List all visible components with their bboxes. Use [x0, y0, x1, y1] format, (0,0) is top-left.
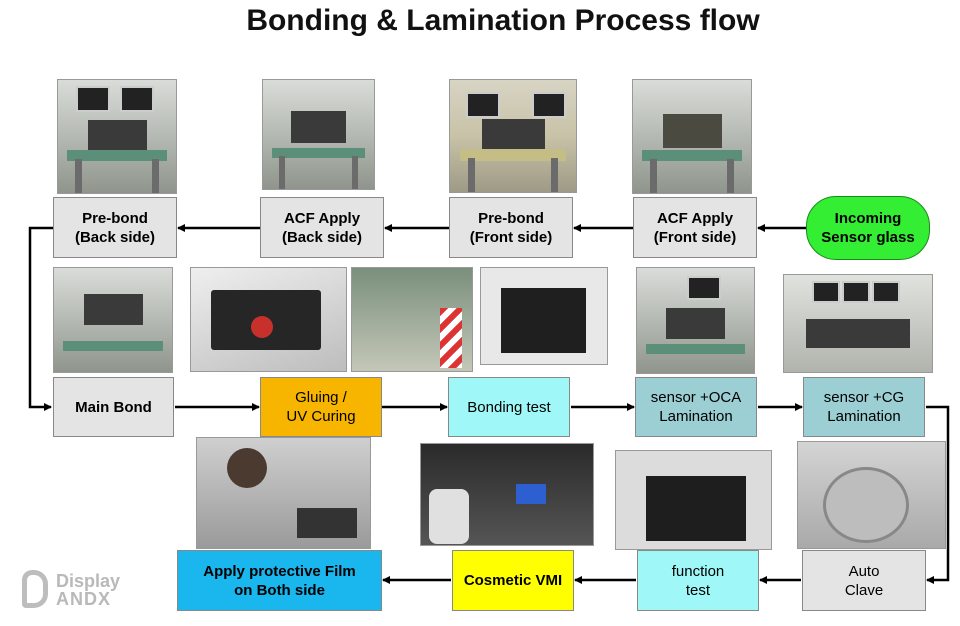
displayandx-logo: Display ANDX	[22, 570, 140, 610]
acf-back-machine-photo	[262, 79, 375, 190]
step-auto-clave: Auto Clave	[802, 550, 926, 611]
logo-p-icon	[22, 570, 48, 608]
logo-text-display: Display	[56, 571, 121, 591]
cg-lamination-machine-photo	[783, 274, 933, 373]
oca-lamination-machine-photo	[636, 267, 755, 374]
cosmetic-vmi-inspection-photo	[420, 443, 594, 546]
step-cosmetic-vmi: Cosmetic VMI	[452, 550, 574, 611]
step-acf-apply-front: ACF Apply (Front side)	[633, 197, 757, 258]
page-title: Bonding & Lamination Process flow	[246, 4, 760, 37]
gluing-dispenser-photo	[190, 267, 347, 372]
arrow-prebond-back-to-main-bond	[28, 226, 53, 411]
bonding-test-fixture-photo	[480, 267, 608, 365]
autoclave-machine-photo	[797, 441, 946, 549]
step-acf-apply-back: ACF Apply (Back side)	[260, 197, 384, 258]
step-prebond-front: Pre-bond (Front side)	[449, 197, 573, 258]
logo-text-andx: ANDX	[56, 589, 112, 609]
step-gluing-uv-curing: Gluing / UV Curing	[260, 377, 382, 437]
step-main-bond: Main Bond	[53, 377, 174, 437]
acf-front-machine-photo	[632, 79, 752, 194]
prebond-back-machine-photo	[57, 79, 177, 194]
step-bonding-test: Bonding test	[448, 377, 570, 437]
step-function-test: function test	[637, 550, 759, 611]
step-prebond-back: Pre-bond (Back side)	[53, 197, 177, 258]
function-test-fixture-photo	[615, 450, 772, 550]
protective-film-machine-photo	[196, 437, 371, 549]
step-incoming-sensor-glass: Incoming Sensor glass	[806, 196, 930, 260]
main-bond-machine-photo	[53, 267, 173, 373]
uv-curing-photo	[351, 267, 473, 372]
arrow-cg-to-autoclave	[926, 405, 950, 584]
prebond-front-machine-photo	[449, 79, 577, 193]
step-apply-protective-film: Apply protective Film on Both side	[177, 550, 382, 611]
step-sensor-oca-lamination: sensor +OCA Lamination	[635, 377, 757, 437]
step-sensor-cg-lamination: sensor +CG Lamination	[803, 377, 925, 437]
